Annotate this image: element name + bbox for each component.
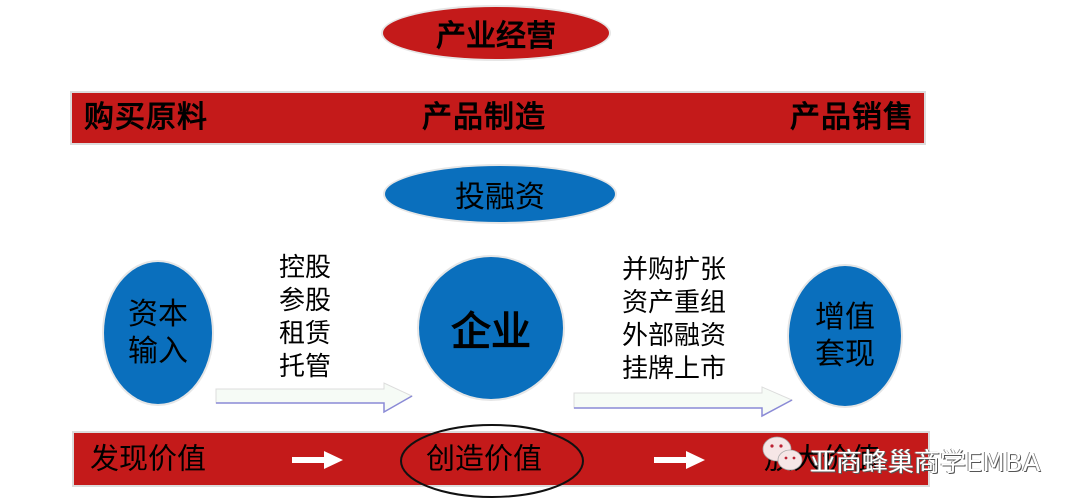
enterprise-node: 企业 (419, 257, 563, 399)
industry-operation-ellipse: 产业经营 (383, 7, 609, 59)
value-step-create: 创造价值 (426, 441, 543, 476)
arrow-right-icon (573, 386, 794, 418)
wechat-icon (762, 436, 803, 471)
chain-step-purchase: 购买原料 (84, 100, 208, 135)
action-item: 参股 (279, 286, 332, 316)
investment-financing-ellipse: 投融资 (385, 166, 615, 222)
capital-input-label: 资本 输入 (128, 296, 188, 370)
action-item: 挂牌上市 (622, 354, 727, 384)
watermark-text: 亚商蜂巢商学EMBA (810, 448, 1041, 478)
enterprise-label: 企业 (451, 309, 531, 355)
arrow-right-icon (292, 451, 343, 469)
arrow-right-icon (215, 382, 414, 414)
action-item: 外部融资 (622, 321, 727, 351)
left-actions-list: 控股 参股 租赁 托管 (279, 252, 331, 384)
action-item: 租赁 (279, 319, 332, 349)
action-item: 控股 (279, 253, 332, 283)
chain-step-manufacture: 产品制造 (422, 100, 546, 135)
value-step-discover: 发现价值 (90, 441, 207, 476)
highlight-ellipse (400, 424, 584, 498)
value-realization-node: 增值 套现 (789, 266, 901, 406)
action-item: 托管 (279, 352, 332, 382)
value-realization-label: 增值 套现 (815, 299, 875, 373)
capital-input-node: 资本 输入 (104, 262, 212, 404)
investment-financing-title: 投融资 (455, 180, 545, 215)
industry-operation-title: 产业经营 (436, 19, 556, 54)
industry-chain-bar: 购买原料 产品制造 产品销售 (70, 91, 926, 145)
action-item: 并购扩张 (622, 255, 727, 285)
right-actions-list: 并购扩张 资产重组 外部融资 挂牌上市 (622, 254, 726, 386)
arrow-right-icon (654, 451, 705, 469)
chain-step-sales: 产品销售 (790, 100, 914, 135)
action-item: 资产重组 (622, 288, 727, 318)
